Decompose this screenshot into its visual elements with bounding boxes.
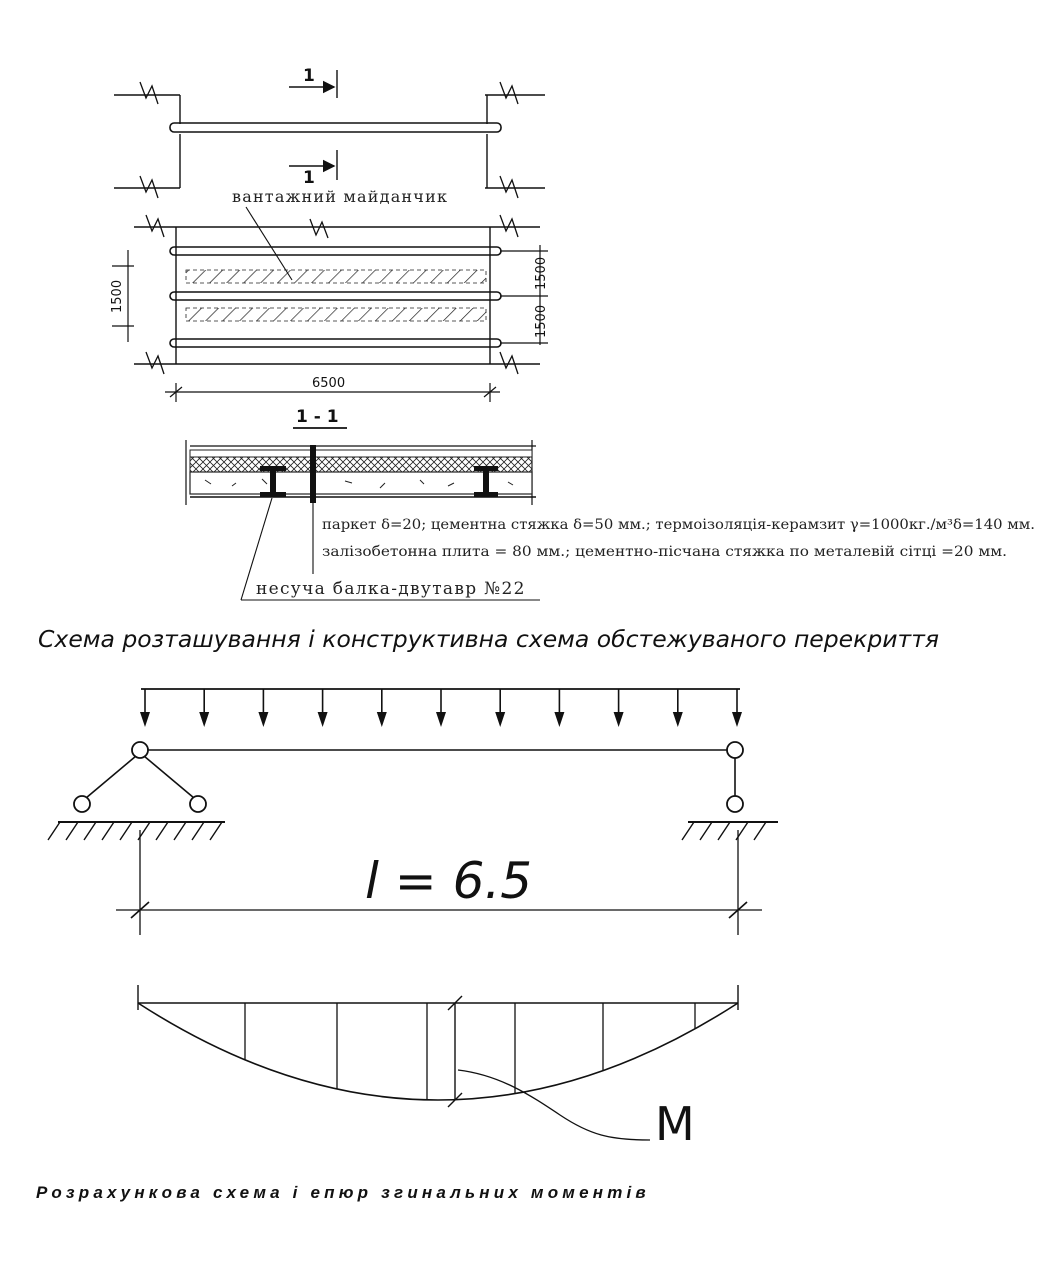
load-arrow-head [436,712,446,727]
plan-single-beam [114,70,545,199]
load-diagram [47,688,778,935]
dim-right-bottom-1500: 1500 [534,305,549,338]
load-arrow-head [613,712,624,727]
plan-three-beams [112,206,548,402]
layers-line-1: паркет δ=20; цементна стяжка δ=50 мм.; т… [322,517,1035,533]
load-arrow-head [732,712,742,727]
load-arrow-head [376,712,387,727]
section-marker-lower: 1 [303,168,315,188]
load-arrow-head [258,712,269,727]
span-label: l = 6.5 [365,852,532,910]
load-arrow-head [140,712,150,727]
dim-left-1500: 1500 [110,280,125,313]
right-hinge [726,741,744,759]
caption-calc-scheme: Розрахункова схема і епюр згинальних мом… [36,1183,650,1202]
load-arrow-head [199,712,210,727]
left-hinge [131,741,149,759]
section-1-1-drawing [185,440,540,601]
moment-diagram [137,985,739,1141]
load-arrow-head [672,712,683,727]
load-arrow-head [495,712,506,727]
section-title: 1 - 1 [296,407,339,427]
section-marker-upper: 1 [303,66,315,86]
load-arrow-head [554,712,565,727]
moment-label: M [655,1097,695,1151]
layers-line-2: залізобетонна плита = 80 мм.; цементно-п… [322,544,1007,560]
dim-span-6500: 6500 [312,376,345,391]
platform-label: вантажний майданчик [232,187,448,206]
dim-right-top-1500: 1500 [534,257,549,290]
beam-label: несуча балка-двутавр №22 [256,579,526,599]
distributed-load-arrows [140,689,742,727]
load-arrow-head [317,712,328,727]
caption-floor-scheme: Схема розташування і конструктивна схема… [38,625,940,653]
